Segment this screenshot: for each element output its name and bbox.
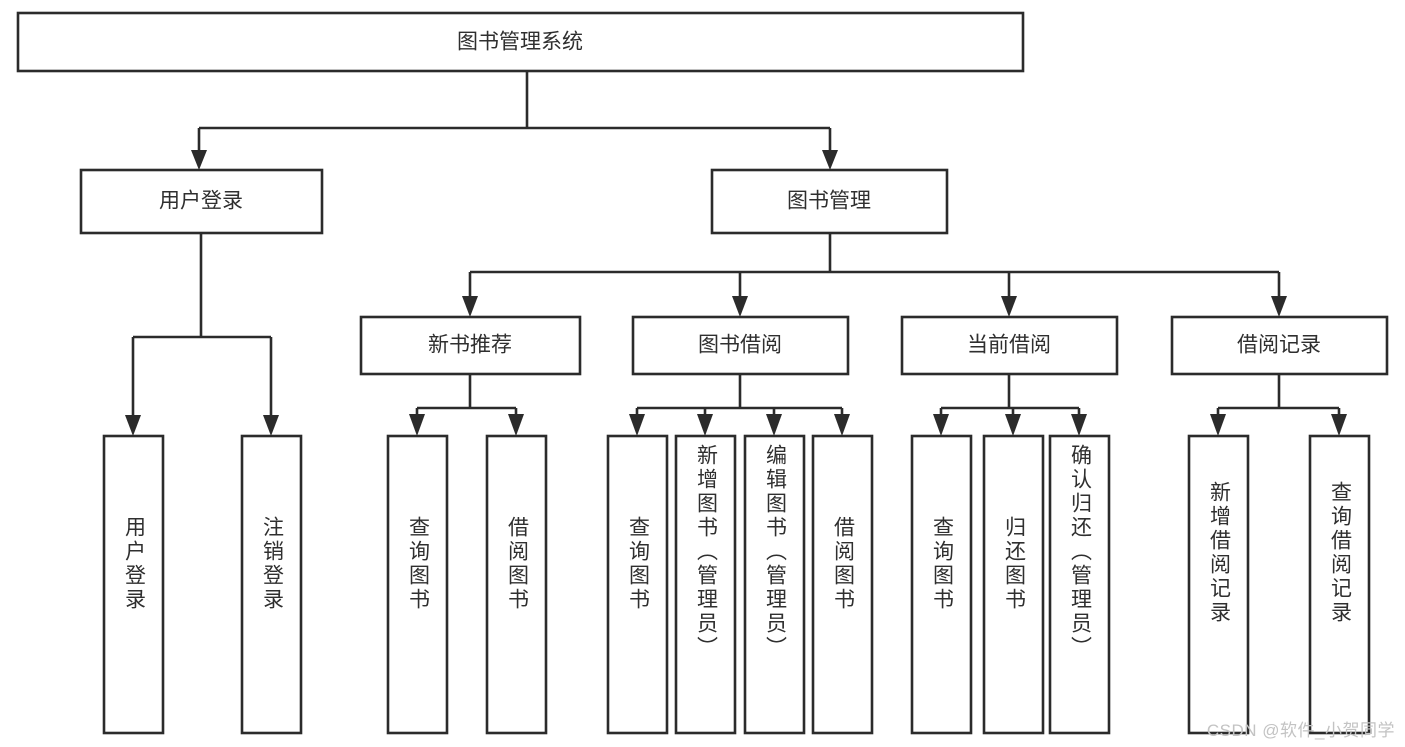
connector-root-to-level1 [191, 71, 838, 170]
arrow-head-icon [822, 150, 838, 170]
root-node-label: 图书管理系统 [457, 31, 583, 54]
connector-bookmgmt-to-level2 [462, 233, 1287, 317]
arrow-head-icon [732, 296, 748, 317]
arrow-head-icon [263, 415, 279, 436]
arrow-head-icon [1331, 414, 1347, 436]
node-borrow-record-label: 借阅记录 [1237, 334, 1321, 357]
node-current-borrow-label: 当前借阅 [967, 334, 1051, 357]
node-current-borrow-box[interactable] [900, 315, 1119, 376]
leaf-query-borrow-record-box[interactable] [1308, 434, 1371, 735]
arrow-head-icon [766, 414, 782, 436]
leaf-add-book-admin-box[interactable] [674, 434, 737, 735]
leaf-logout-box[interactable] [240, 434, 303, 735]
leaf-user-login-label: 用户登录 [122, 516, 146, 612]
arrow-head-icon [1071, 414, 1087, 436]
leaf-add-borrow-record-box[interactable] [1187, 434, 1250, 735]
leaf-query-book-1-label: 查询图书 [406, 516, 430, 612]
arrow-head-icon [1271, 296, 1287, 317]
leaf-borrow-book-2-box[interactable] [811, 434, 874, 735]
leaf-add-book-admin-label: 新增图书（管理员） [694, 444, 718, 660]
leaf-query-borrow-record-label: 查询借阅记录 [1328, 481, 1352, 625]
arrow-head-icon [508, 414, 524, 436]
arrow-head-icon [191, 150, 207, 170]
node-book-management-label: 图书管理 [787, 190, 871, 213]
connector-currentborrow-to-leaves [933, 374, 1087, 436]
arrow-head-icon [1210, 414, 1226, 436]
leaf-query-book-1-box[interactable] [386, 434, 449, 735]
arrow-head-icon [1001, 296, 1017, 317]
node-new-book-recommend-box[interactable] [359, 315, 582, 376]
node-book-borrow-label: 图书借阅 [698, 334, 782, 357]
leaf-query-book-2-label: 查询图书 [626, 516, 650, 612]
leaf-query-book-3-box[interactable] [910, 434, 973, 735]
connector-bookborrow-to-leaves [629, 374, 850, 436]
leaf-add-borrow-record-label: 新增借阅记录 [1207, 481, 1231, 625]
connector-borrowrecord-to-leaves [1210, 374, 1347, 436]
leaf-user-login-box[interactable] [102, 434, 165, 735]
leaf-return-book-label: 归还图书 [1002, 516, 1026, 612]
arrow-head-icon [125, 415, 141, 436]
connector-newbook-to-leaves [409, 374, 524, 436]
arrow-head-icon [462, 296, 478, 317]
node-user-login-label: 用户登录 [159, 190, 243, 213]
leaf-confirm-return-admin-box[interactable] [1048, 434, 1111, 735]
arrow-head-icon [933, 414, 949, 436]
arrow-head-icon [697, 414, 713, 436]
leaf-edit-book-admin-label: 编辑图书（管理员） [763, 444, 787, 660]
arrow-head-icon [834, 414, 850, 436]
connector-userlogin-to-leaves [125, 233, 279, 436]
leaf-edit-book-admin-box[interactable] [743, 434, 806, 735]
root-node-box[interactable] [16, 11, 1025, 73]
node-user-login-box[interactable] [79, 168, 324, 235]
node-new-book-recommend-label: 新书推荐 [428, 334, 512, 357]
arrow-head-icon [409, 414, 425, 436]
arrow-head-icon [629, 414, 645, 436]
arrow-head-icon [1005, 414, 1021, 436]
leaf-query-book-3-label: 查询图书 [930, 516, 954, 612]
leaf-return-book-box[interactable] [982, 434, 1045, 735]
leaf-borrow-book-2-label: 借阅图书 [831, 516, 855, 612]
leaf-borrow-book-1-box[interactable] [485, 434, 548, 735]
leaf-logout-label: 注销登录 [260, 516, 284, 612]
leaf-query-book-2-box[interactable] [606, 434, 669, 735]
leaf-borrow-book-1-label: 借阅图书 [505, 516, 529, 612]
leaf-confirm-return-admin-label: 确认归还（管理员） [1068, 444, 1092, 660]
